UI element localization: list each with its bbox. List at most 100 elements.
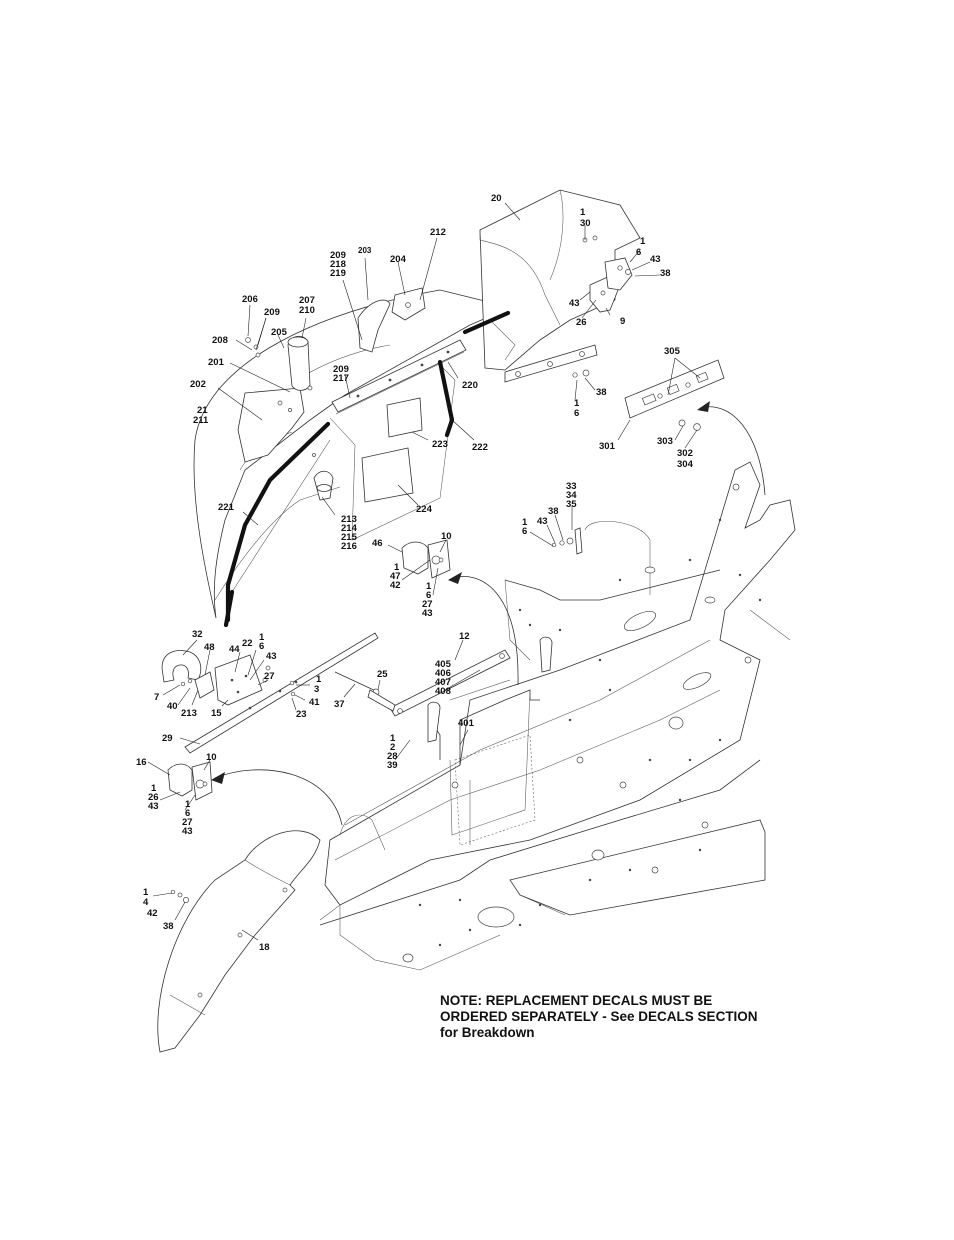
- arrow-light-46: [451, 576, 519, 686]
- callout-401: 401: [458, 718, 475, 729]
- callout-44: 44: [229, 644, 240, 655]
- callout-27: 27: [264, 671, 275, 682]
- strap-29: [184, 632, 379, 754]
- fasteners-top: [245, 235, 631, 457]
- callout-221: 221: [218, 502, 235, 513]
- callout-38: 38: [163, 921, 174, 932]
- hood-rail: [331, 339, 467, 415]
- callout-212: 212: [430, 227, 446, 238]
- hood-cover: [193, 289, 506, 619]
- callout-43: 43: [266, 651, 277, 662]
- callout-205: 205: [271, 327, 288, 338]
- arrow-light-16: [214, 769, 343, 826]
- callout-301: 301: [599, 441, 616, 452]
- fender-18: [157, 830, 321, 1053]
- callout-43: 43: [650, 254, 661, 265]
- leader-lines: [147, 202, 701, 941]
- callout-46: 46: [372, 538, 383, 549]
- callout-43: 43: [569, 298, 580, 309]
- light-46: [401, 539, 451, 579]
- frame-rivets: [418, 518, 762, 947]
- main-frame: [319, 461, 796, 971]
- callout-38: 38: [548, 506, 559, 517]
- callout-202: 202: [190, 379, 206, 390]
- decals: [361, 397, 423, 503]
- callout-220: 220: [462, 380, 478, 391]
- callout-38: 38: [596, 387, 607, 398]
- bracket-32: [161, 650, 202, 683]
- callout-16: 16: [136, 757, 147, 768]
- decals-note: NOTE: REPLACEMENT DECALS MUST BE ORDERED…: [440, 993, 800, 1041]
- panel-401: [454, 734, 536, 846]
- bracket-48: [180, 671, 215, 699]
- lever-37: [334, 671, 396, 712]
- callout-208: 208: [212, 335, 228, 346]
- strap-bracket: [504, 344, 598, 383]
- callout-32: 32: [192, 629, 203, 640]
- fasteners-right: [551, 527, 583, 555]
- callout-15: 15: [211, 708, 222, 719]
- callout-43: 43: [537, 516, 548, 527]
- callout-203: 203: [358, 246, 372, 255]
- bottom-rail: [509, 819, 766, 916]
- bracket-301: [624, 359, 725, 431]
- fasteners-mid: [289, 680, 296, 697]
- callout-29: 29: [162, 733, 173, 744]
- arrow-head-46: [448, 572, 462, 584]
- callout-23: 23: [296, 709, 307, 720]
- callout-10: 10: [441, 531, 452, 542]
- callout-37: 37: [334, 699, 345, 710]
- note-line-1: NOTE: REPLACEMENT DECALS MUST BE: [440, 993, 713, 1008]
- side-panel-202: [237, 387, 305, 463]
- callout-10: 10: [206, 752, 217, 763]
- callout-12: 12: [459, 631, 470, 642]
- latch-bracket-9: [589, 257, 633, 313]
- bracket-15: [214, 654, 271, 706]
- callout-204: 204: [390, 254, 407, 265]
- callout-9: 9: [620, 316, 625, 327]
- callout-305: 305: [664, 346, 681, 357]
- note-line-2: ORDERED SEPARATELY - See DECALS SECTION: [440, 1009, 758, 1024]
- callout-303: 303: [657, 436, 673, 447]
- arrow-head-16: [211, 772, 225, 784]
- light-16: [167, 761, 213, 801]
- callout-201: 201: [208, 357, 225, 368]
- rear-cover-20: [479, 189, 641, 371]
- callout-22: 22: [242, 638, 253, 649]
- callout-26: 26: [576, 317, 587, 328]
- callout-48: 48: [204, 642, 215, 653]
- callout-209: 209: [264, 307, 280, 318]
- latch-203-204: [357, 287, 426, 353]
- arrow-301: [699, 406, 766, 496]
- callout-222: 222: [472, 442, 488, 453]
- callout-40: 40: [167, 701, 178, 712]
- arrow-head-301: [697, 401, 710, 412]
- callout-7: 7: [154, 692, 159, 703]
- callout-213: 213: [181, 708, 197, 719]
- callout-20: 20: [491, 193, 502, 204]
- callout-224: 224: [416, 504, 433, 515]
- callout-38: 38: [660, 268, 671, 279]
- bracket-213-hood: [313, 470, 334, 501]
- callout-41: 41: [309, 697, 320, 708]
- callout-206: 206: [242, 294, 258, 305]
